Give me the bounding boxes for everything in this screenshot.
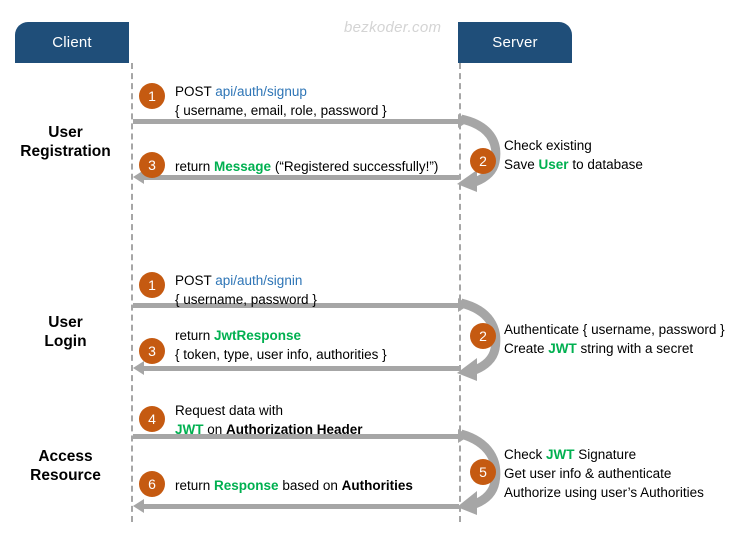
arrowhead-left-icon — [133, 499, 144, 513]
signin-response-line2: { token, type, user info, authorities } — [175, 347, 387, 362]
signin-request-line1: POST api/auth/signin — [175, 271, 317, 290]
lifeline-server — [459, 63, 461, 522]
actor-client-label: Client — [52, 34, 92, 51]
save-verb: Save — [504, 157, 539, 172]
signature-text: Signature — [574, 447, 637, 462]
step-circle-6-access: 6 — [139, 471, 165, 497]
arrowhead-left-icon — [133, 361, 144, 375]
secret-text: string with a secret — [576, 341, 694, 356]
user-entity-keyword: User — [538, 157, 569, 172]
http-method: POST — [175, 84, 216, 99]
step-circle-2-registration: 2 — [470, 148, 496, 174]
resource-response-line1: return Response based on Authorities — [175, 476, 413, 495]
step-number: 5 — [479, 464, 487, 480]
step-circle-1-registration: 1 — [139, 83, 165, 109]
arrow-resource-response — [133, 499, 459, 513]
server-action-login: Authenticate { username, password } Crea… — [504, 320, 725, 358]
jwt-token-keyword: JWT — [175, 422, 204, 437]
signup-response-line1: return Message (“Registered successfully… — [175, 157, 438, 176]
step-circle-3-login: 3 — [139, 338, 165, 364]
step-number: 1 — [148, 277, 156, 293]
step-number: 4 — [148, 411, 156, 427]
phase-label-line2: Resource — [30, 467, 101, 484]
phase-label-line2: Login — [44, 333, 87, 350]
server-access-line1: Check JWT Signature — [504, 445, 704, 464]
connector-text: based on — [278, 478, 342, 493]
server-access-line2: Get user info & authenticate — [504, 466, 672, 481]
authorization-header-keyword: Authorization Header — [226, 422, 363, 437]
step-number: 3 — [148, 343, 156, 359]
api-path: api/auth/signin — [215, 273, 303, 288]
server-self-loop-access-icon — [457, 429, 501, 515]
response-type: JwtResponse — [214, 328, 302, 343]
server-self-loop-login-icon — [457, 298, 501, 381]
actor-client-box: Client — [15, 22, 129, 63]
message-label-signin-response: return JwtResponse { token, type, user i… — [175, 326, 387, 364]
return-keyword: return — [175, 159, 215, 174]
phase-label-line1: Access — [38, 448, 93, 465]
create-verb: Create — [504, 341, 549, 356]
response-type: Message — [214, 159, 272, 174]
phase-label-access-resource: Access Resource — [0, 447, 131, 485]
jwt-keyword: JWT — [546, 447, 575, 462]
step-number: 6 — [148, 476, 156, 492]
to-database-text: to database — [568, 157, 643, 172]
arrow-signin-response — [133, 361, 459, 375]
watermark-bezkoder: bezkoder.com — [344, 19, 442, 36]
return-keyword: return — [175, 478, 215, 493]
phase-label-user-registration: User Registration — [0, 123, 131, 161]
lifeline-client — [131, 63, 133, 522]
response-type: Response — [214, 478, 279, 493]
step-circle-4-access: 4 — [139, 406, 165, 432]
arrow-signup-response — [133, 170, 459, 184]
actor-server-label: Server — [492, 34, 538, 51]
phase-label-line1: User — [48, 314, 83, 331]
authorities-keyword: Authorities — [341, 478, 413, 493]
signup-request-line1: POST api/auth/signup — [175, 82, 387, 101]
message-label-resource-request: Request data with JWT on Authorization H… — [175, 401, 363, 439]
step-circle-3-registration: 3 — [139, 152, 165, 178]
message-label-signin-request: POST api/auth/signin { username, passwor… — [175, 271, 317, 309]
connector-text: on — [203, 422, 227, 437]
resource-request-line2: JWT on Authorization Header — [175, 420, 363, 439]
step-circle-1-login: 1 — [139, 272, 165, 298]
response-payload: (“Registered successfully!”) — [271, 159, 439, 174]
return-keyword: return — [175, 328, 215, 343]
server-login-line2: Create JWT string with a secret — [504, 339, 725, 358]
phase-label-user-login: User Login — [0, 313, 131, 351]
signin-request-line2: { username, password } — [175, 292, 317, 307]
message-label-signup-response: return Message (“Registered successfully… — [175, 157, 438, 176]
signup-request-line2: { username, email, role, password } — [175, 103, 387, 118]
http-method: POST — [175, 273, 216, 288]
api-path: api/auth/signup — [215, 84, 307, 99]
server-access-line3: Authorize using user’s Authorities — [504, 485, 704, 500]
message-label-resource-response: return Response based on Authorities — [175, 476, 413, 495]
phase-label-line2: Registration — [20, 143, 111, 160]
server-action-access: Check JWT Signature Get user info & auth… — [504, 445, 704, 502]
actor-server-box: Server — [458, 22, 572, 63]
jwt-keyword: JWT — [548, 341, 577, 356]
signin-response-line1: return JwtResponse — [175, 326, 387, 345]
step-number: 2 — [479, 328, 487, 344]
server-registration-line2: Save User to database — [504, 155, 643, 174]
step-circle-2-login: 2 — [470, 323, 496, 349]
check-verb: Check — [504, 447, 547, 462]
message-label-signup-request: POST api/auth/signup { username, email, … — [175, 82, 387, 120]
arrowhead-left-icon — [133, 170, 144, 184]
resource-request-line1: Request data with — [175, 403, 284, 418]
step-number: 3 — [148, 157, 156, 173]
server-login-line1: Authenticate { username, password } — [504, 322, 725, 337]
phase-label-line1: User — [48, 124, 83, 141]
server-registration-line1: Check existing — [504, 138, 592, 153]
step-number: 2 — [479, 153, 487, 169]
server-action-registration: Check existing Save User to database — [504, 136, 643, 174]
step-circle-5-access: 5 — [470, 459, 496, 485]
step-number: 1 — [148, 88, 156, 104]
